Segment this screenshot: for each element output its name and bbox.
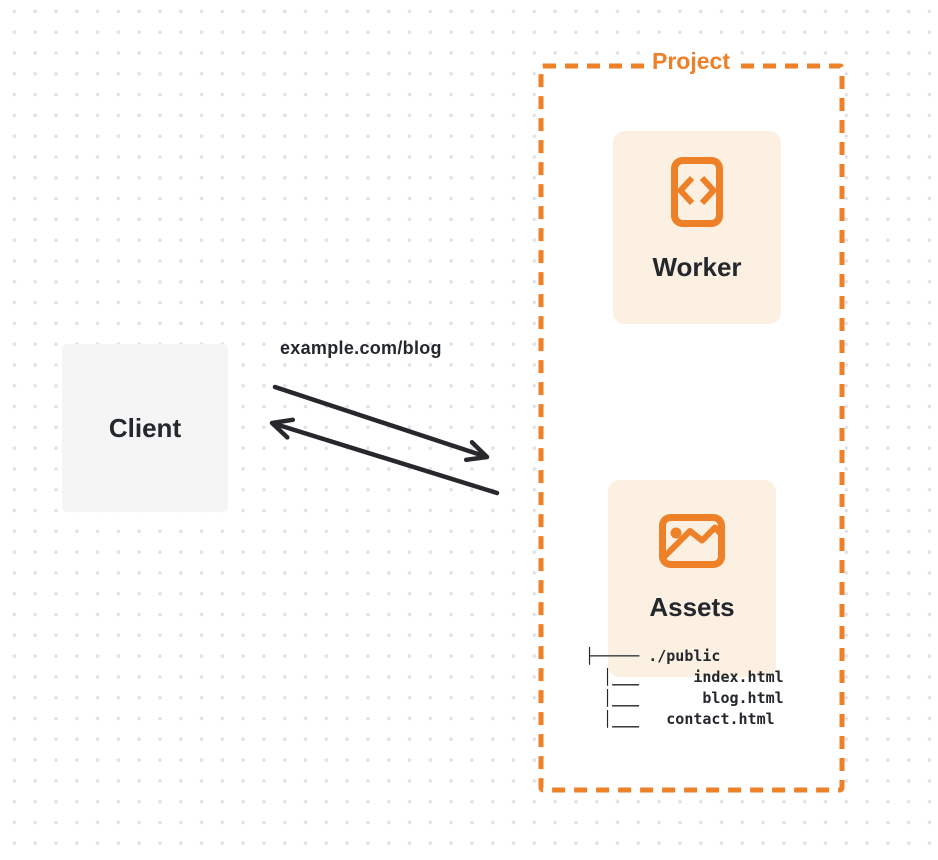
client-label: Client: [108, 413, 182, 443]
tree-line-blog: │___ blog.html: [585, 689, 784, 707]
assets-label: Assets: [649, 592, 735, 622]
arrow-to-project: [272, 384, 490, 463]
worker-label: Worker: [652, 252, 742, 282]
arrow-to-client: [269, 417, 500, 496]
image-icon: [659, 514, 725, 568]
tree-line-index: │___ index.html: [585, 668, 784, 686]
tree-line-contact: │___ contact.html: [585, 710, 775, 728]
request-response-arrows: [269, 384, 500, 496]
code-icon: [671, 157, 723, 227]
request-url-label: example.com/blog: [280, 338, 442, 358]
client-card: Client: [62, 344, 228, 512]
project-label: Project: [645, 48, 737, 75]
worker-card: Worker: [613, 131, 781, 324]
file-tree: ├───── ./public │___ index.html │___ blo…: [585, 646, 784, 730]
assets-card: Assets: [608, 480, 776, 677]
tree-line-root: ├───── ./public: [585, 647, 721, 665]
